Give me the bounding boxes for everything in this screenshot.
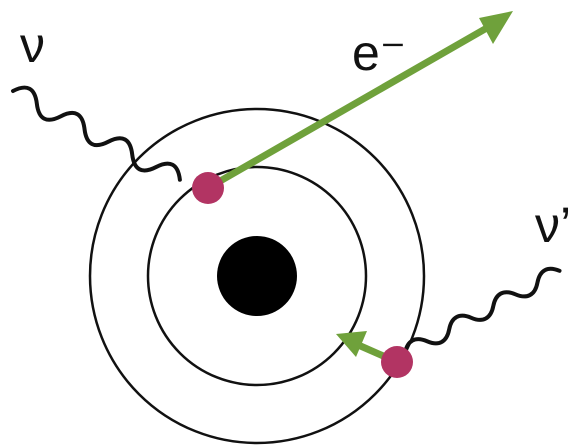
outer-shell — [88, 107, 426, 445]
electron-label: e⁻ — [352, 25, 406, 81]
outgoing-photon-label: ν’ — [535, 197, 571, 253]
transition-electron — [381, 346, 413, 378]
nucleus — [217, 236, 297, 316]
outgoing-photon-wave — [403, 266, 562, 355]
transition-electron-arrowhead — [336, 331, 367, 357]
inner-shell — [146, 165, 368, 387]
ejected-electron — [192, 172, 224, 204]
incoming-photon-label: ν — [20, 17, 45, 73]
ejected-electron-arrowhead — [479, 11, 513, 44]
incoming-photon-wave — [10, 85, 182, 182]
ejected-electron-arrow — [204, 21, 496, 192]
